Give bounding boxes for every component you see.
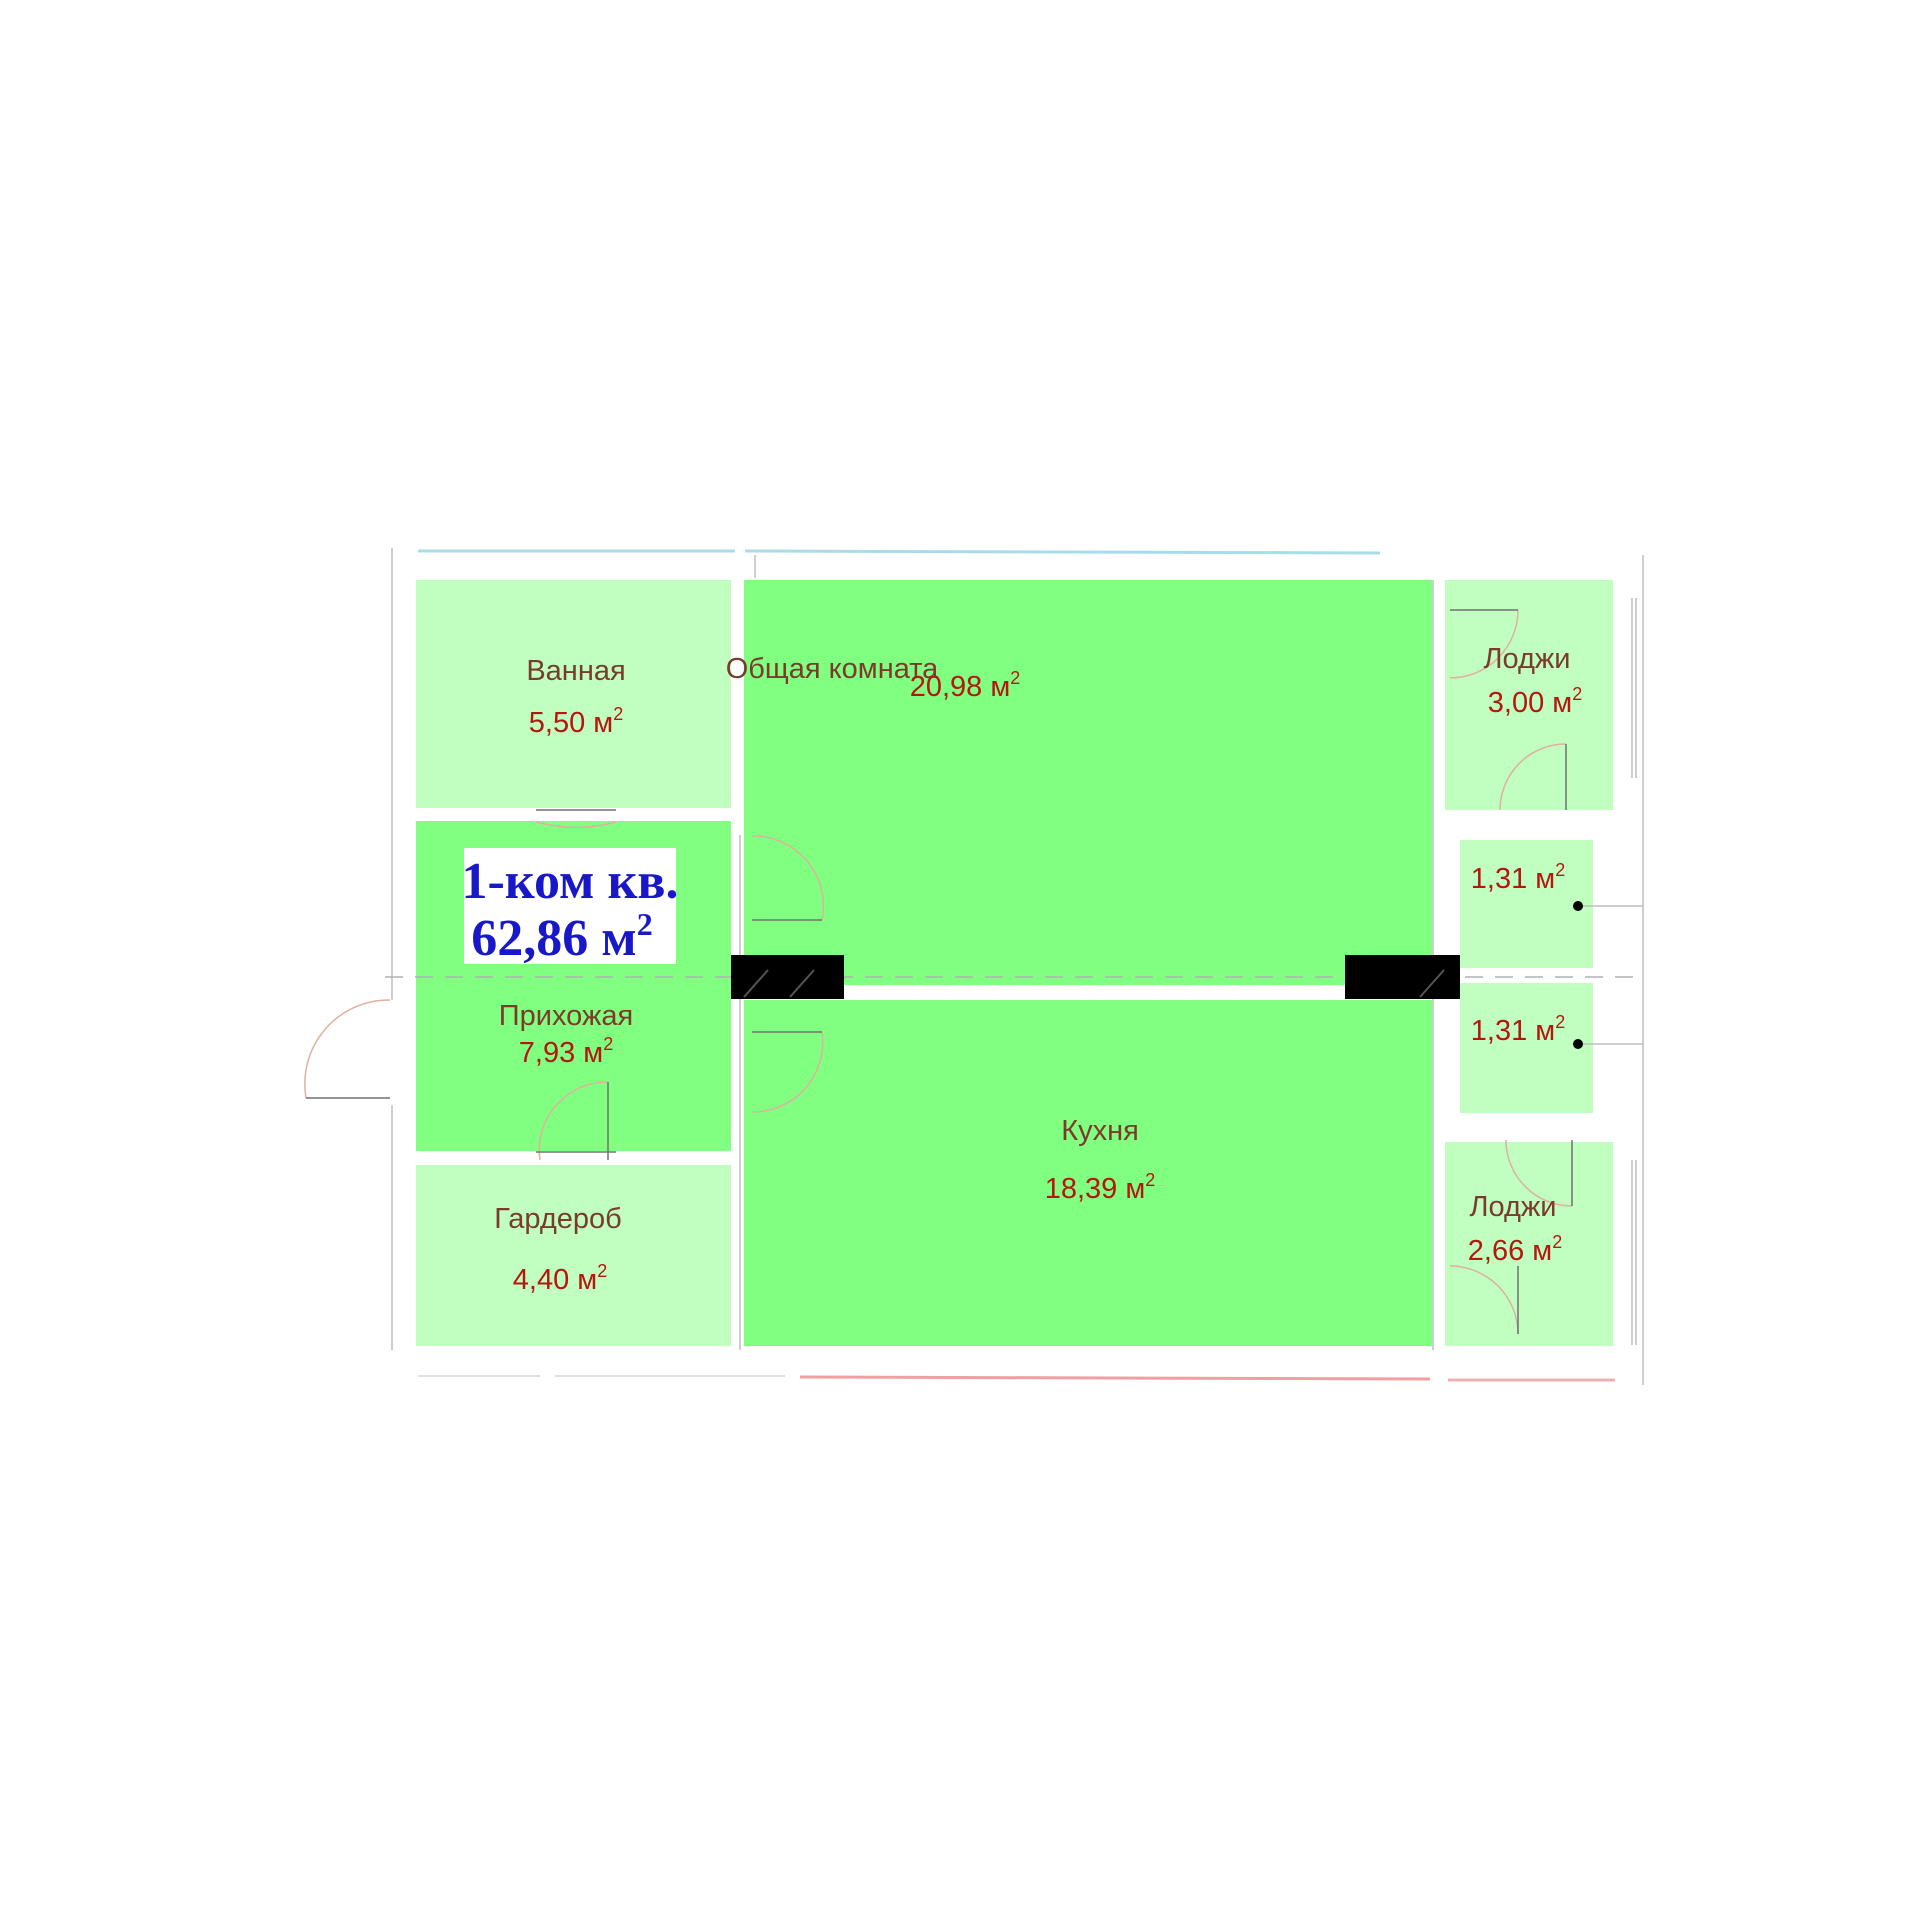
bathroom-name: Ванная [526,655,625,687]
marker-dot-top [1573,901,1583,911]
loggia-top-door-arc [1449,609,1519,679]
bathroom-door-arc [535,821,617,829]
loggia-bottom-area: 2,66 м2 [1468,1232,1562,1267]
room-bathroom [416,580,731,808]
room-kitchen [744,1000,1432,1346]
wardrobe-area: 4,40 м2 [513,1261,607,1296]
small-bottom-area: 1,31 м2 [1471,1012,1565,1047]
small-bottom-door-arc [1505,1139,1573,1207]
room-small-top [1460,840,1593,968]
room-wardrobe [416,1165,731,1346]
badge-line-1: 1-ком кв. [461,853,678,910]
room-loggia-bottom [1445,1142,1613,1346]
wall-hatch-1 [743,969,769,998]
loggia-bottom-name: Лоджи [1469,1191,1556,1223]
living-name: Общая комната [726,653,939,685]
badge-line-2: 62,86 м2 [471,906,652,967]
small-top-door-arc [1499,743,1567,811]
living-door-arc [751,835,825,921]
bottom-edge-line [799,1375,1431,1381]
hallway-name: Прихожая [499,1000,633,1032]
wall-block-right [1345,955,1460,999]
living-area: 20,98 м2 [910,668,1021,703]
room-small-bottom [1460,983,1593,1113]
wardrobe-door-arc [538,1081,609,1161]
wardrobe-name: Гардероб [494,1203,622,1235]
hallway-area: 7,93 м2 [519,1034,613,1069]
loggia-top-name: Лоджи [1483,643,1570,675]
loggia-top-area: 3,00 м2 [1488,684,1582,719]
kitchen-area: 18,39 м2 [1045,1170,1156,1205]
room-living [744,580,1432,985]
kitchen-name: Кухня [1061,1115,1139,1147]
apartment-badge [464,848,676,964]
marker-dot-bottom [1573,1039,1583,1049]
wall-hatch-2 [789,969,815,998]
small-top-area: 1,31 м2 [1471,860,1565,895]
bathroom-area: 5,50 м2 [529,704,623,739]
top-edge-line-right [744,549,1381,555]
wall-hatch-3 [1419,969,1445,998]
room-loggia-top [1445,580,1613,810]
entrance-door-arc [304,999,391,1099]
loggia-bottom-door-arc [1449,1265,1519,1335]
kitchen-door-arc [751,1031,824,1113]
